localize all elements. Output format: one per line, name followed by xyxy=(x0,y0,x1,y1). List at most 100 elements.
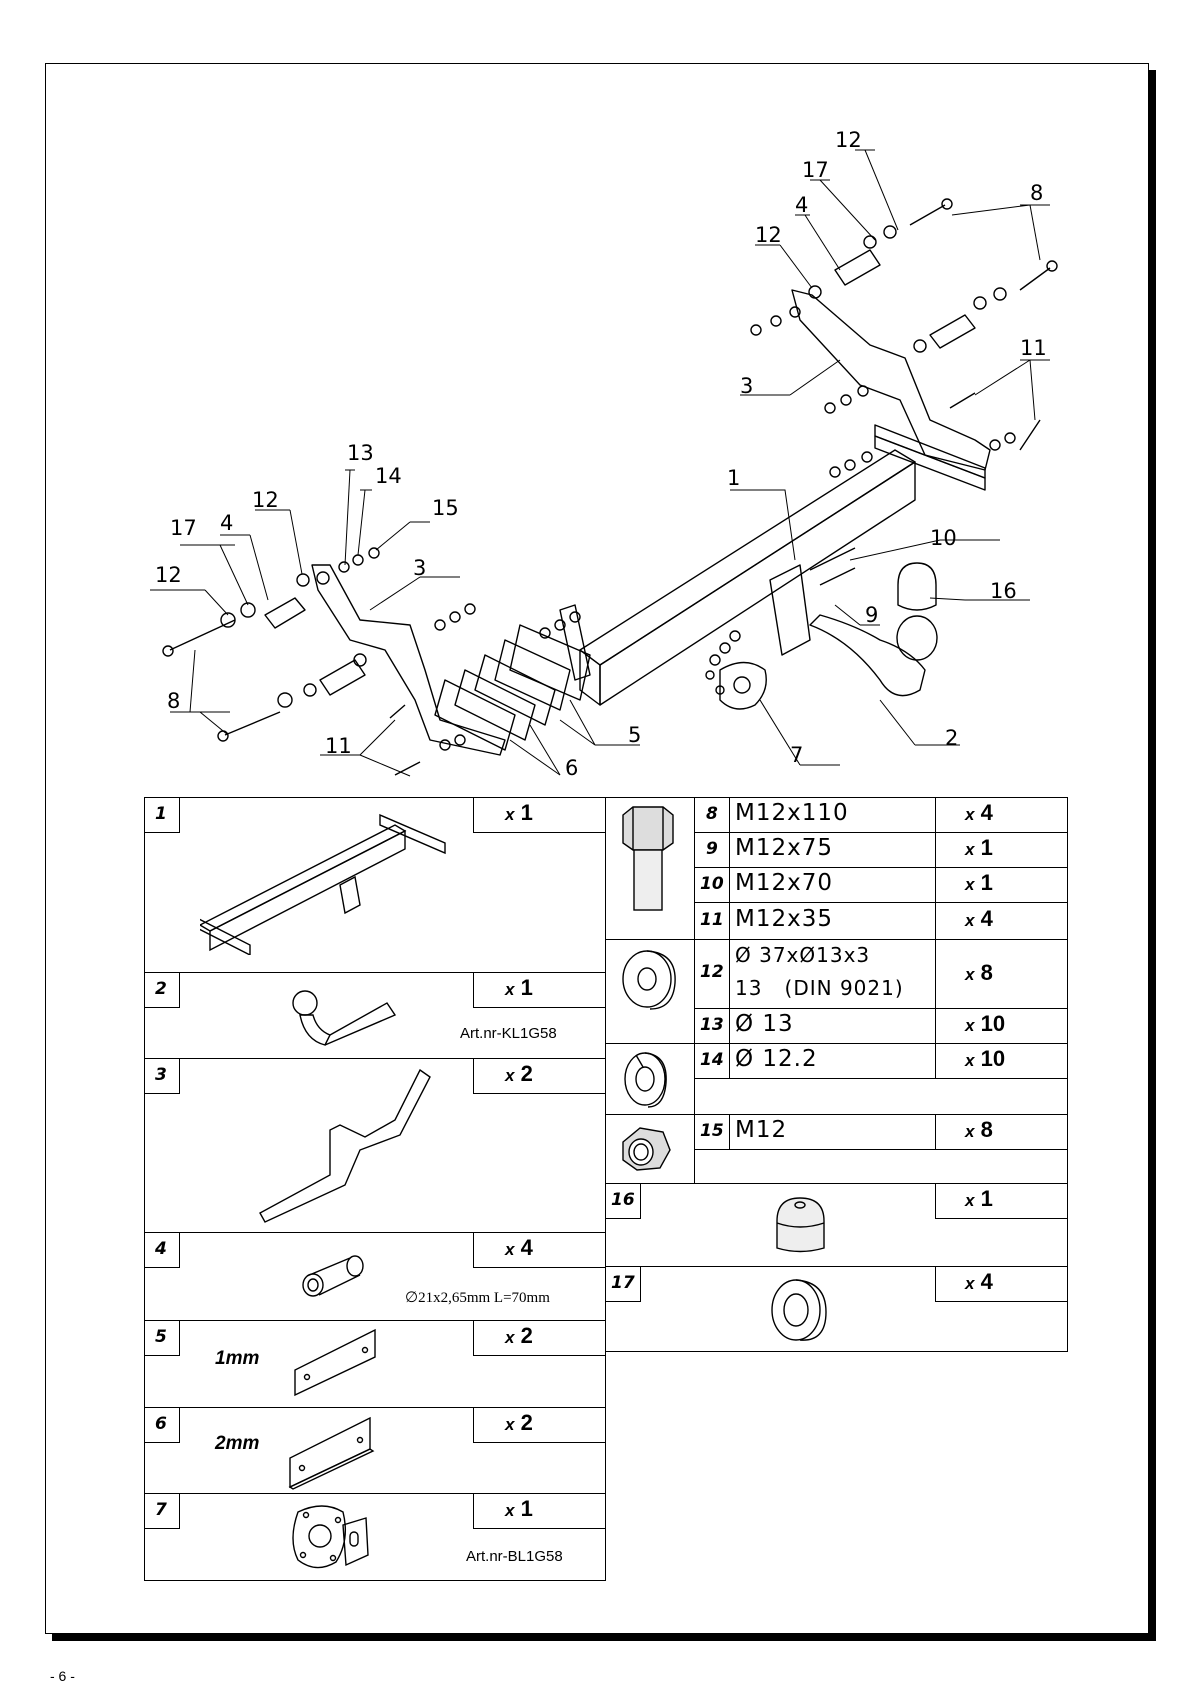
part-5-qty: x 2 xyxy=(505,1323,533,1348)
part-4-number-box xyxy=(144,1232,180,1268)
part-11-number: 11 xyxy=(700,910,724,930)
part-6-number-box xyxy=(144,1407,180,1443)
callout-5: 5 xyxy=(628,723,641,747)
part-3-arm-bracket-drawing xyxy=(259,1068,431,1223)
callout-16: 16 xyxy=(990,579,1017,603)
part-2-qty: x 1 xyxy=(505,975,533,1000)
part-16-number-box xyxy=(605,1183,641,1219)
part-2-article-number: Art.nr-KL1G58 xyxy=(460,1025,557,1042)
callout-15: 15 xyxy=(432,496,459,520)
spacer-ring-icon xyxy=(771,1279,827,1341)
part-6-shim-drawing xyxy=(288,1416,375,1490)
part-16-qty-box xyxy=(935,1183,1068,1219)
part-15-spec-box xyxy=(729,1114,936,1150)
part-7-article-number: Art.nr-BL1G58 xyxy=(466,1548,563,1565)
callout-11-right: 11 xyxy=(1020,336,1047,360)
assembly-diagram: 1 2 3 3 4 4 5 6 7 8 8 9 10 11 11 12 12 1… xyxy=(150,128,1058,780)
part-4-tube-drawing xyxy=(302,1255,364,1297)
part-1-qty-box xyxy=(473,797,606,833)
part-9-spec-box xyxy=(729,832,936,868)
callout-3-right: 3 xyxy=(740,374,753,398)
callout-13: 13 xyxy=(347,441,374,465)
part-12-number: 12 xyxy=(700,962,724,982)
part-3-qty: x 2 xyxy=(505,1061,533,1086)
callout-17-left: 17 xyxy=(170,516,197,540)
callout-6: 6 xyxy=(565,756,578,780)
socket-cover-icon xyxy=(776,1197,825,1253)
part-14-spec-box xyxy=(729,1043,936,1079)
part-10-spec: M12x70 xyxy=(735,870,833,896)
washer-icon xyxy=(622,950,676,1010)
part-3-number-box xyxy=(144,1058,180,1094)
part-13-number: 13 xyxy=(700,1015,724,1035)
part-13-qty: x 10 xyxy=(965,1011,1006,1036)
callout-14: 14 xyxy=(375,464,402,488)
part-15-qty: x 8 xyxy=(965,1117,993,1142)
part-1-qty: x 1 xyxy=(505,800,533,825)
part-14-qty-box xyxy=(935,1043,1068,1079)
part-6-thickness: 2mm xyxy=(215,1433,260,1454)
part-12-spec-line1: Ø 37xØ13x3 xyxy=(735,943,871,967)
part-16-number: 16 xyxy=(611,1190,635,1210)
part-7-number: 7 xyxy=(155,1500,167,1520)
part-6-qty: x 2 xyxy=(505,1410,533,1435)
part-15-spec: M12 xyxy=(735,1117,788,1143)
part-15-qty-box xyxy=(935,1114,1068,1150)
part-3-qty-box xyxy=(473,1058,606,1094)
part-9-number: 9 xyxy=(706,839,718,859)
part-4-qty: x 4 xyxy=(505,1235,533,1260)
part-7-qty: x 1 xyxy=(505,1496,533,1521)
part-7-number-box xyxy=(144,1493,180,1529)
part-13-qty-box xyxy=(935,1008,1068,1044)
part-8-qty-box xyxy=(935,797,1068,833)
nut-icon xyxy=(622,1127,671,1171)
part-3-number: 3 xyxy=(155,1065,167,1085)
part-12-qty-box xyxy=(935,939,1068,1009)
callout-12-c: 12 xyxy=(755,223,782,247)
callout-2: 2 xyxy=(945,726,958,750)
part-6-qty-box xyxy=(473,1407,606,1443)
bolt-icon xyxy=(622,806,674,911)
part-8-qty: x 4 xyxy=(965,800,993,825)
callout-1: 1 xyxy=(727,466,740,490)
part-11-qty: x 4 xyxy=(965,906,993,931)
part-9-spec: M12x75 xyxy=(735,835,833,861)
part-15-number: 15 xyxy=(700,1121,724,1141)
washer-image-cell xyxy=(605,939,695,1044)
callout-9: 9 xyxy=(865,603,878,627)
part-11-number-box xyxy=(694,902,730,940)
part-17-number-box xyxy=(605,1266,641,1302)
part-5-number-box xyxy=(144,1320,180,1356)
callout-10: 10 xyxy=(930,526,957,550)
part-4-number: 4 xyxy=(155,1239,167,1259)
part-9-qty-box xyxy=(935,832,1068,868)
part-4-dimensions: ∅21x2,65mm L=70mm xyxy=(405,1290,550,1306)
callout-12-b: 12 xyxy=(252,488,279,512)
page-number: - 6 - xyxy=(50,1668,75,1684)
part-2-ball-neck-drawing xyxy=(292,990,397,1046)
callout-12-d: 12 xyxy=(835,128,862,152)
part-16-qty: x 1 xyxy=(965,1186,993,1211)
part-17-qty: x 4 xyxy=(965,1269,993,1294)
part-1-number: 1 xyxy=(155,804,167,824)
part-14-number: 14 xyxy=(700,1050,724,1070)
part-8-number: 8 xyxy=(706,804,718,824)
part-7-qty-box xyxy=(473,1493,606,1529)
part-5-thickness: 1mm xyxy=(215,1348,260,1369)
part-2-number-box xyxy=(144,972,180,1008)
part-1-crossbar-drawing xyxy=(200,813,446,955)
part-11-qty-box xyxy=(935,902,1068,940)
part-11-spec-box xyxy=(729,902,936,940)
part-5-number: 5 xyxy=(155,1327,167,1347)
part-5-qty-box xyxy=(473,1320,606,1356)
spring-washer-icon xyxy=(624,1052,667,1108)
part-10-qty-box xyxy=(935,867,1068,903)
part-10-number: 10 xyxy=(700,874,724,894)
part-10-qty: x 1 xyxy=(965,870,993,895)
callout-7: 7 xyxy=(790,743,803,767)
part-5-shim-drawing xyxy=(294,1328,376,1397)
callout-8-right: 8 xyxy=(1030,181,1043,205)
spring-washer-image-box xyxy=(605,1043,695,1115)
part-1-number-box xyxy=(144,797,180,833)
part-6-number: 6 xyxy=(155,1414,167,1434)
